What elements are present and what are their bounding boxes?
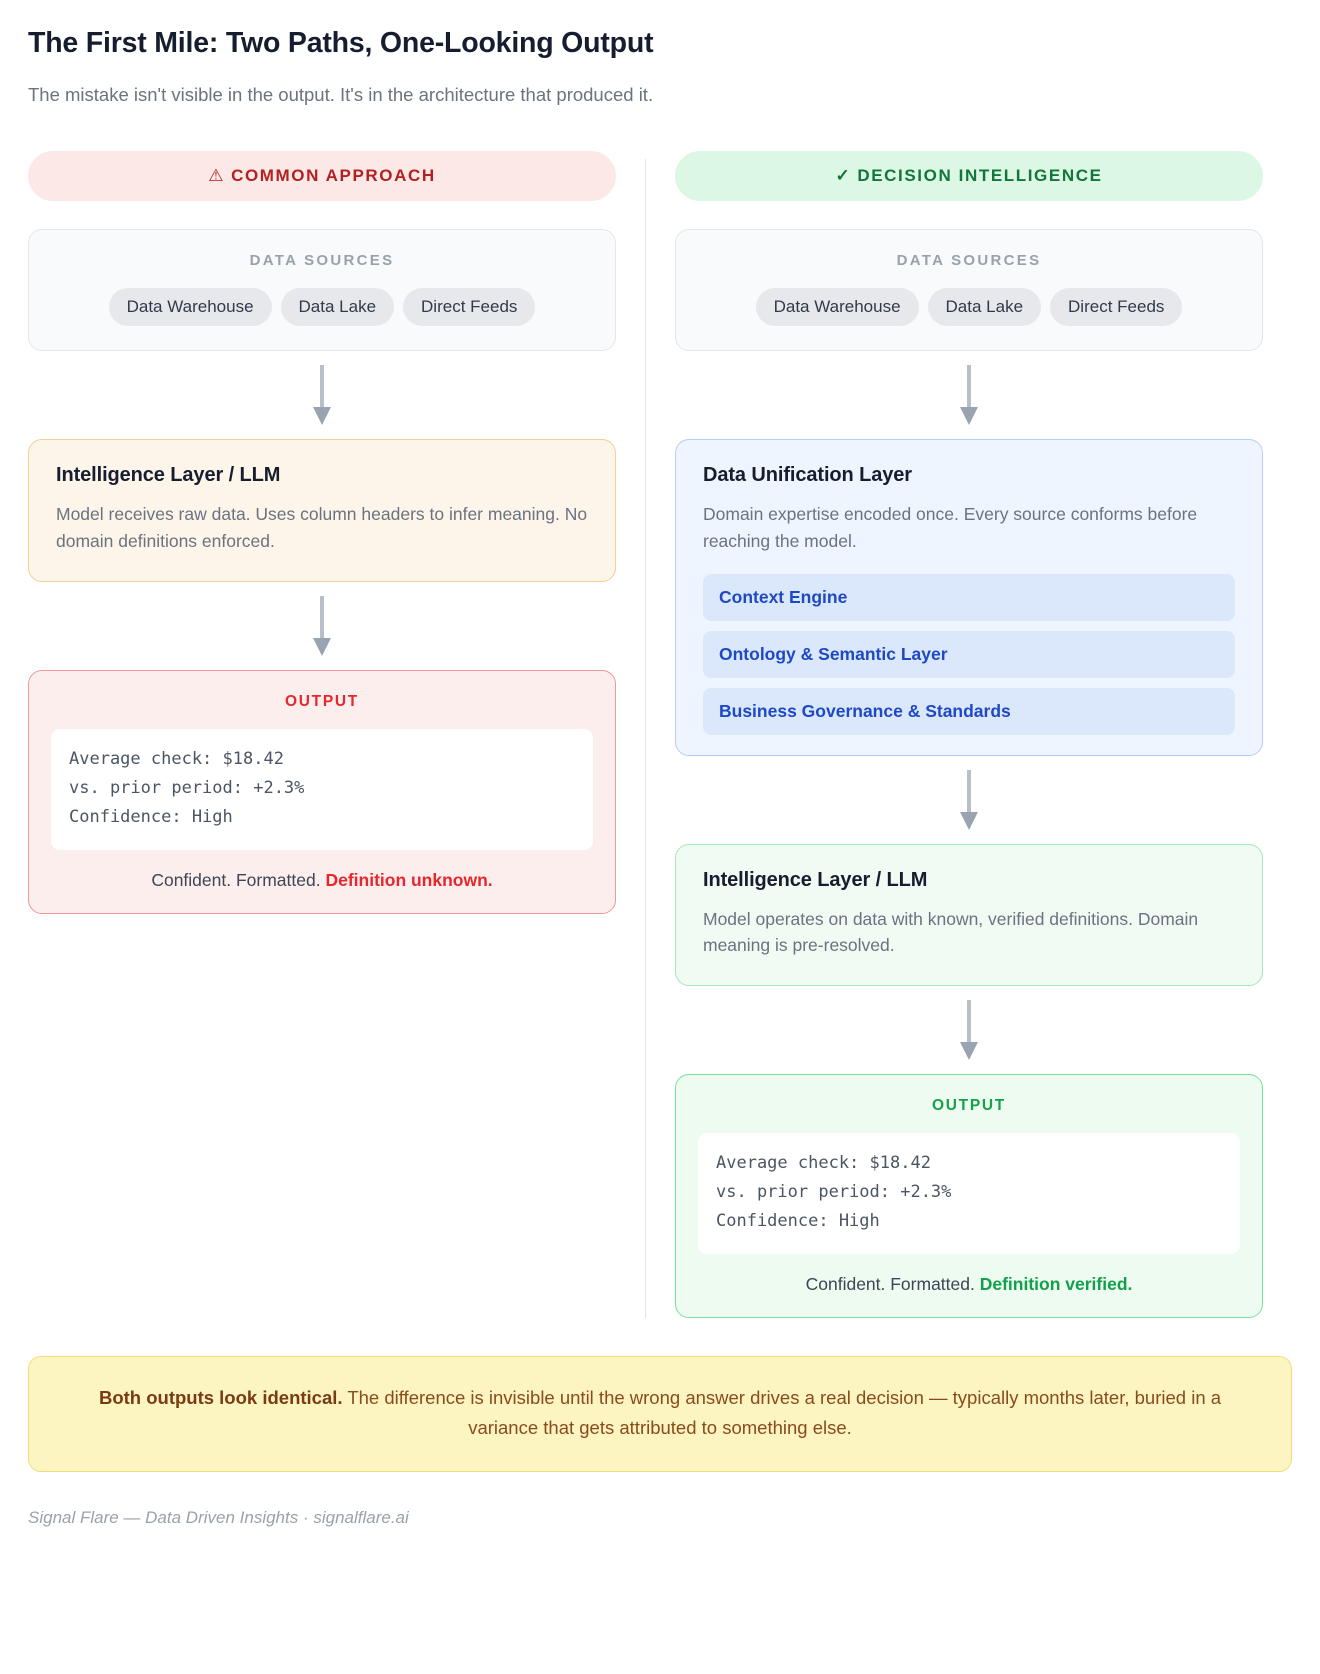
- sublayer-item-ontology-semantic-layer[interactable]: Ontology & Semantic Layer: [703, 630, 1235, 678]
- sublayer-item-business-governance-standards[interactable]: Business Governance & Standards: [703, 687, 1235, 735]
- callout-lead: Both outputs look identical.: [98, 1387, 343, 1409]
- warning-icon: ⚠: [208, 166, 226, 185]
- callout-body: The difference is invisible until the wr…: [342, 1387, 1222, 1439]
- stage-description: Model receives raw data. Uses column hea…: [56, 504, 588, 551]
- sublayer-item-context-engine[interactable]: Context Engine: [703, 573, 1235, 621]
- stage-data-unification-layer: Data Unification Layer Domain expertise …: [675, 439, 1263, 756]
- output-caption-right: Confident. Formatted. Definition verifie…: [698, 1274, 1240, 1295]
- output-code-block: Average check: $18.42 vs. prior period: …: [51, 728, 593, 851]
- data-sources-label: DATA SOURCES: [249, 252, 395, 269]
- data-source-chip: Data Lake: [280, 288, 395, 327]
- page-title: The First Mile: Two Paths, One-Looking O…: [28, 27, 654, 59]
- flow-arrow-down-icon: [675, 986, 1263, 1074]
- flow-arrow-down-icon: [675, 351, 1263, 439]
- data-sources-card-left: DATA SOURCES Data Warehouse Data Lake Di…: [28, 229, 616, 352]
- data-sources-chip-list: Data Warehouse Data Lake Direct Feeds: [45, 288, 599, 327]
- footer-attribution: Signal Flare — Data Driven Insights · si…: [28, 1508, 409, 1528]
- flow-arrow-down-icon: [28, 582, 616, 670]
- flow-arrow-down-icon: [28, 351, 616, 439]
- output-caption-accent: Definition unknown.: [325, 870, 493, 891]
- output-caption-plain: Confident. Formatted.: [151, 870, 326, 891]
- column-decision-intelligence: ✓ DECISION INTELLIGENCE DATA SOURCES Data…: [675, 151, 1263, 1319]
- column-header-label: DECISION INTELLIGENCE: [857, 166, 1103, 185]
- output-card-right: OUTPUT Average check: $18.42 vs. prior p…: [675, 1073, 1263, 1319]
- output-label: OUTPUT: [932, 1096, 1006, 1114]
- stage-description: Model operates on data with known, verif…: [703, 908, 1199, 956]
- stage-description: Domain expertise encoded once. Every sou…: [703, 504, 1198, 551]
- data-sources-chip-list: Data Warehouse Data Lake Direct Feeds: [692, 288, 1246, 327]
- stage-title: Data Unification Layer: [703, 464, 912, 487]
- data-source-chip: Direct Feeds: [1050, 288, 1183, 327]
- data-source-chip: Data Warehouse: [108, 288, 272, 327]
- output-code-block: Average check: $18.42 vs. prior period: …: [698, 1132, 1240, 1255]
- stage-intelligence-layer-left: Intelligence Layer / LLM Model receives …: [28, 439, 616, 582]
- stage-title: Intelligence Layer / LLM: [703, 868, 928, 891]
- sublayer-list: Context Engine Ontology & Semantic Layer…: [703, 573, 1235, 735]
- output-card-left: OUTPUT Average check: $18.42 vs. prior p…: [28, 669, 616, 915]
- column-header-decision-intelligence: ✓ DECISION INTELLIGENCE: [675, 151, 1263, 201]
- output-caption-left: Confident. Formatted. Definition unknown…: [51, 870, 593, 891]
- output-caption-plain: Confident. Formatted.: [805, 1274, 980, 1295]
- bottom-callout: Both outputs look identical. The differe…: [28, 1356, 1292, 1473]
- column-header-common-approach: ⚠ COMMON APPROACH: [28, 151, 616, 201]
- output-caption-accent: Definition verified.: [979, 1274, 1133, 1295]
- flow-arrow-down-icon: [675, 756, 1263, 844]
- column-common-approach: ⚠ COMMON APPROACH DATA SOURCES Data Wareh…: [28, 151, 616, 915]
- check-icon: ✓: [835, 166, 852, 185]
- data-source-chip: Direct Feeds: [403, 288, 536, 327]
- data-source-chip: Data Lake: [927, 288, 1042, 327]
- data-sources-card-right: DATA SOURCES Data Warehouse Data Lake Di…: [675, 229, 1263, 352]
- stage-intelligence-layer-right: Intelligence Layer / LLM Model operates …: [675, 843, 1263, 986]
- column-divider: [645, 159, 646, 1319]
- data-sources-label: DATA SOURCES: [896, 252, 1042, 269]
- output-label: OUTPUT: [285, 692, 359, 710]
- data-source-chip: Data Warehouse: [755, 288, 919, 327]
- page-subtitle: The mistake isn't visible in the output.…: [28, 84, 654, 106]
- stage-title: Intelligence Layer / LLM: [56, 464, 281, 487]
- comparison-columns: ⚠ COMMON APPROACH DATA SOURCES Data Wareh…: [28, 151, 1292, 1319]
- column-header-label: COMMON APPROACH: [231, 166, 436, 185]
